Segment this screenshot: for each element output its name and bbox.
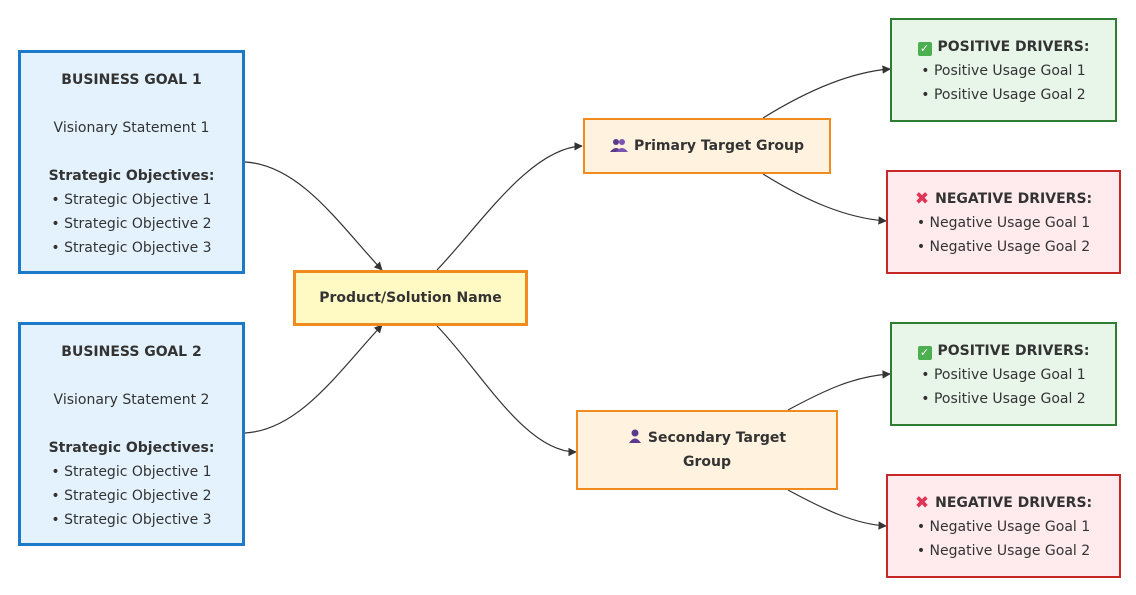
primary-target-node: Primary Target Group <box>583 118 831 174</box>
cross-icon: ✖ <box>914 189 930 209</box>
secondary-positive-heading: POSITIVE DRIVERS: <box>937 343 1090 359</box>
edge-secondary-to-negative <box>787 489 887 530</box>
business-goal-1-title: BUSINESS GOAL 1 <box>61 72 202 88</box>
edge-secondary-to-positive <box>787 370 891 411</box>
edge-product-to-secondary <box>436 325 577 457</box>
people-icon <box>609 136 628 152</box>
check-icon: ✓ <box>917 42 932 56</box>
primary-positive-drivers-node: ✓ POSITIVE DRIVERS: • Positive Usage Goal… <box>890 18 1117 122</box>
secondary-negative-item-2: • Negative Usage Goal 2 <box>916 543 1091 559</box>
edge-product-to-primary <box>436 142 583 271</box>
secondary-positive-item-2: • Positive Usage Goal 2 <box>921 391 1086 407</box>
primary-positive-item-2: • Positive Usage Goal 2 <box>921 87 1086 103</box>
business-goal-2-node: BUSINESS GOAL 2 Visionary Statement 2 St… <box>18 322 245 546</box>
business-goal-2-objectives-heading: Strategic Objectives: <box>48 440 215 456</box>
business-goal-1-objective-1: • Strategic Objective 1 <box>51 192 212 208</box>
business-goal-1-statement: Visionary Statement 1 <box>53 120 210 136</box>
secondary-positive-drivers-node: ✓ POSITIVE DRIVERS: • Positive Usage Goal… <box>890 322 1117 426</box>
secondary-negative-heading: NEGATIVE DRIVERS: <box>935 495 1093 511</box>
secondary-target-label-line1: Secondary Target <box>647 430 787 446</box>
primary-negative-item-1: • Negative Usage Goal 1 <box>916 215 1091 231</box>
secondary-target-label-line2: Group <box>682 454 731 470</box>
primary-negative-drivers-node: ✖ NEGATIVE DRIVERS: • Negative Usage Goal… <box>886 170 1121 274</box>
cross-icon: ✖ <box>914 493 930 513</box>
person-icon <box>628 427 642 443</box>
secondary-target-node: Secondary Target Group <box>576 410 838 490</box>
primary-target-label: Primary Target Group <box>633 138 805 154</box>
edge-primary-to-negative <box>762 173 887 225</box>
edge-goal2-to-product <box>244 324 383 434</box>
edge-goal1-to-product <box>244 161 383 271</box>
product-node: Product/Solution Name <box>293 270 528 326</box>
business-goal-2-objective-1: • Strategic Objective 1 <box>51 464 212 480</box>
business-goal-1-objective-3: • Strategic Objective 3 <box>51 240 212 256</box>
product-name: Product/Solution Name <box>319 290 502 306</box>
business-goal-1-node: BUSINESS GOAL 1 Visionary Statement 1 St… <box>18 50 245 274</box>
edge-primary-to-positive <box>762 65 891 119</box>
business-goal-2-objective-3: • Strategic Objective 3 <box>51 512 212 528</box>
primary-positive-heading: POSITIVE DRIVERS: <box>937 39 1090 55</box>
business-goal-2-objective-2: • Strategic Objective 2 <box>51 488 212 504</box>
secondary-positive-item-1: • Positive Usage Goal 1 <box>921 367 1086 383</box>
business-goal-1-objectives-heading: Strategic Objectives: <box>48 168 215 184</box>
business-goal-1-objective-2: • Strategic Objective 2 <box>51 216 212 232</box>
primary-positive-item-1: • Positive Usage Goal 1 <box>921 63 1086 79</box>
check-icon: ✓ <box>917 346 932 360</box>
primary-negative-item-2: • Negative Usage Goal 2 <box>916 239 1091 255</box>
secondary-negative-drivers-node: ✖ NEGATIVE DRIVERS: • Negative Usage Goal… <box>886 474 1121 578</box>
primary-negative-heading: NEGATIVE DRIVERS: <box>935 191 1093 207</box>
business-goal-2-statement: Visionary Statement 2 <box>53 392 210 408</box>
business-goal-2-title: BUSINESS GOAL 2 <box>61 344 202 360</box>
secondary-negative-item-1: • Negative Usage Goal 1 <box>916 519 1091 535</box>
